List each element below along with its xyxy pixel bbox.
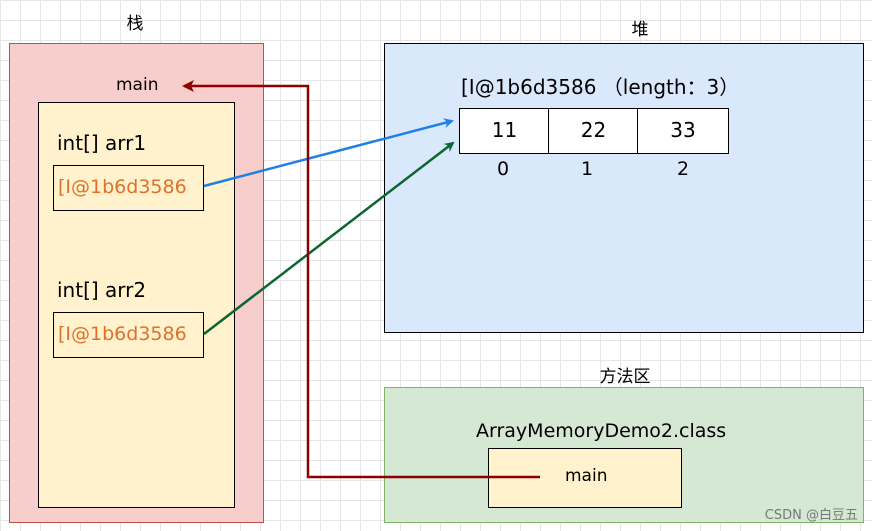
method-area-label: 方法区 <box>599 367 651 387</box>
array-cell: 22 <box>548 108 639 154</box>
class-name: ArrayMemoryDemo2.class <box>476 420 727 442</box>
arr1-declaration: int[] arr1 <box>57 131 147 155</box>
arr2-reference: [I@1b6d3586 <box>53 312 204 358</box>
array-cell: 33 <box>637 108 729 154</box>
arr2-declaration: int[] arr2 <box>57 278 147 302</box>
array-index: 0 <box>496 158 510 180</box>
arr1-reference: [I@1b6d3586 <box>53 165 204 211</box>
main-method-label: main <box>565 466 608 486</box>
heap-region <box>384 43 864 333</box>
stack-frame-label: main <box>116 75 159 95</box>
arr1-pointer-arrow <box>203 118 454 188</box>
array-cell: 11 <box>459 108 550 154</box>
array-index: 1 <box>580 158 594 180</box>
array-header: [I@1b6d3586 （length：3） <box>461 75 740 99</box>
heap-label: 堆 <box>631 20 649 40</box>
array-index: 2 <box>676 158 690 180</box>
arr2-pointer-arrow <box>203 141 455 335</box>
watermark: CSDN @白豆五 <box>764 508 858 523</box>
stack-label: 栈 <box>126 14 144 34</box>
main-method-arrow <box>182 80 540 479</box>
